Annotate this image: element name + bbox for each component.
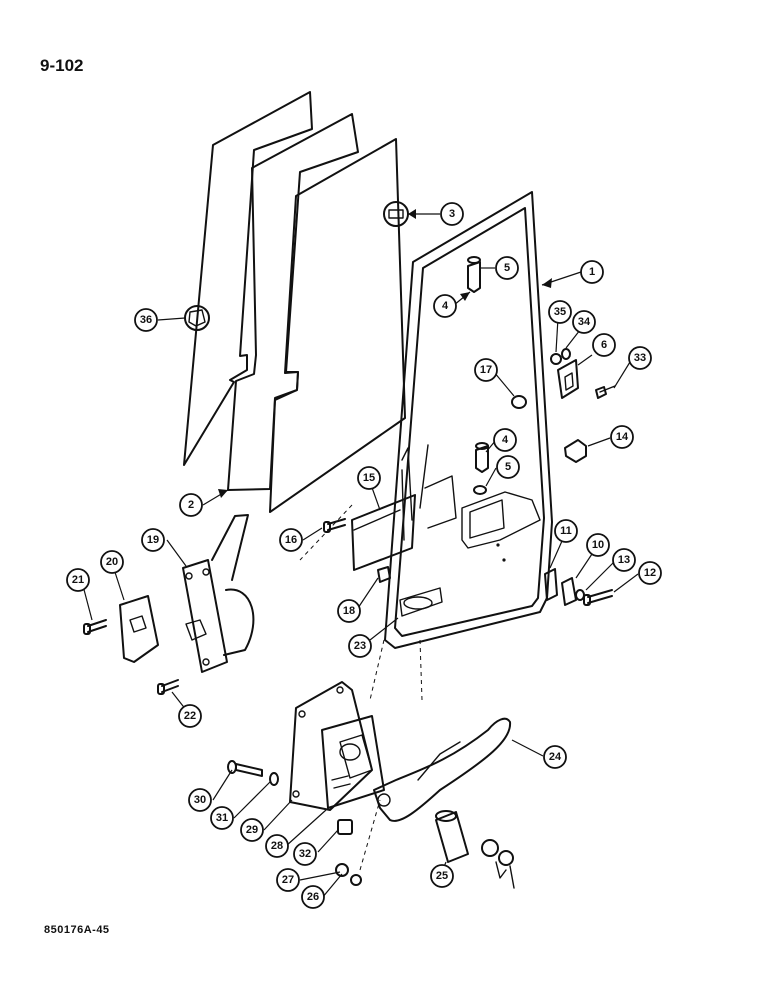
svg-text:35: 35 [554,306,566,318]
callout-14: 14 [610,425,634,449]
screw-4-lower [473,442,489,495]
svg-text:34: 34 [578,316,591,328]
callout-20: 20 [100,550,124,574]
callout-18: 18 [337,599,361,623]
page-number: 9-102 [40,56,84,75]
callout-17: 17 [474,358,498,382]
callout-4a: 4 [433,294,457,318]
svg-text:11: 11 [560,525,572,537]
svg-text:16: 16 [285,534,297,546]
callout-5b: 5 [496,455,520,479]
svg-text:1: 1 [589,266,595,278]
svg-text:29: 29 [246,824,258,836]
callout-29: 29 [240,818,264,842]
callout-31: 31 [210,806,234,830]
callout-33: 33 [628,346,652,370]
svg-text:27: 27 [282,874,294,886]
callout-6: 6 [592,333,616,357]
svg-text:32: 32 [299,848,311,860]
svg-text:30: 30 [194,794,206,806]
callout-36: 36 [134,308,158,332]
hinge-block [550,348,616,399]
bolt-30 [227,760,279,786]
callout-24: 24 [543,745,567,769]
striker-parts [544,568,613,606]
svg-text:13: 13 [618,554,630,566]
svg-text:31: 31 [216,812,228,824]
svg-text:22: 22 [184,710,196,722]
svg-text:14: 14 [616,431,629,443]
callout-28: 28 [265,834,289,858]
svg-text:10: 10 [592,539,604,551]
pin-18 [377,566,391,583]
svg-text:6: 6 [601,339,607,351]
callout-1: 1 [580,260,604,284]
keys [481,839,515,889]
callout-11: 11 [554,519,578,543]
inner-handle [182,514,255,673]
callout-2: 2 [179,493,203,517]
svg-text:24: 24 [549,751,562,763]
svg-text:33: 33 [634,352,646,364]
svg-text:28: 28 [271,840,283,852]
screw-22 [157,679,179,695]
latch-plate [351,494,416,571]
callout-26: 26 [301,885,325,909]
svg-text:3: 3 [449,208,455,220]
bolt-16 [323,518,346,533]
svg-text:12: 12 [644,567,656,579]
callout-12: 12 [638,561,662,585]
washers [335,863,362,886]
drawing-id: 850176A-45 [44,924,110,936]
callout-27: 27 [276,868,300,892]
screw-21 [83,619,107,635]
lock-cylinder [435,810,469,863]
svg-text:36: 36 [140,314,152,326]
plug [511,395,527,409]
callout-23: 23 [348,634,372,658]
svg-text:17: 17 [480,364,492,376]
svg-text:25: 25 [436,870,448,882]
callout-16: 16 [279,528,303,552]
callout-21: 21 [66,568,90,592]
callout-15: 15 [357,466,381,490]
outside-handle [373,717,512,822]
callout-22: 22 [178,704,202,728]
svg-text:5: 5 [504,262,510,274]
glass-panel-rear [183,91,313,466]
callout-10: 10 [586,533,610,557]
screw-4-upper [467,256,481,293]
svg-text:23: 23 [354,640,366,652]
clip [564,439,587,463]
svg-text:2: 2 [188,499,194,511]
lock-plate [289,681,373,811]
lock-mechanism [321,715,385,835]
handle-cover [119,595,159,663]
svg-text:5: 5 [505,461,511,473]
svg-text:20: 20 [106,556,118,568]
svg-text:4: 4 [502,434,509,446]
svg-text:18: 18 [343,605,355,617]
callout-4b: 4 [493,428,517,452]
svg-text:15: 15 [363,472,375,484]
callout-25: 25 [430,864,454,888]
svg-text:19: 19 [147,534,159,546]
svg-text:21: 21 [72,574,84,586]
callout-35: 35 [548,300,572,324]
callout-34: 34 [572,310,596,334]
callout-13: 13 [612,548,636,572]
seal [383,201,409,227]
callout-3: 3 [440,202,464,226]
callout-32: 32 [293,842,317,866]
leader-lines [81,209,639,899]
glass-panel-middle [227,113,359,491]
svg-text:4: 4 [442,300,449,312]
door-frame [384,191,553,649]
svg-text:26: 26 [307,891,319,903]
callout-19: 19 [141,528,165,552]
callout-5a: 5 [495,256,519,280]
callout-30: 30 [188,788,212,812]
glass-panel-front [269,138,406,513]
